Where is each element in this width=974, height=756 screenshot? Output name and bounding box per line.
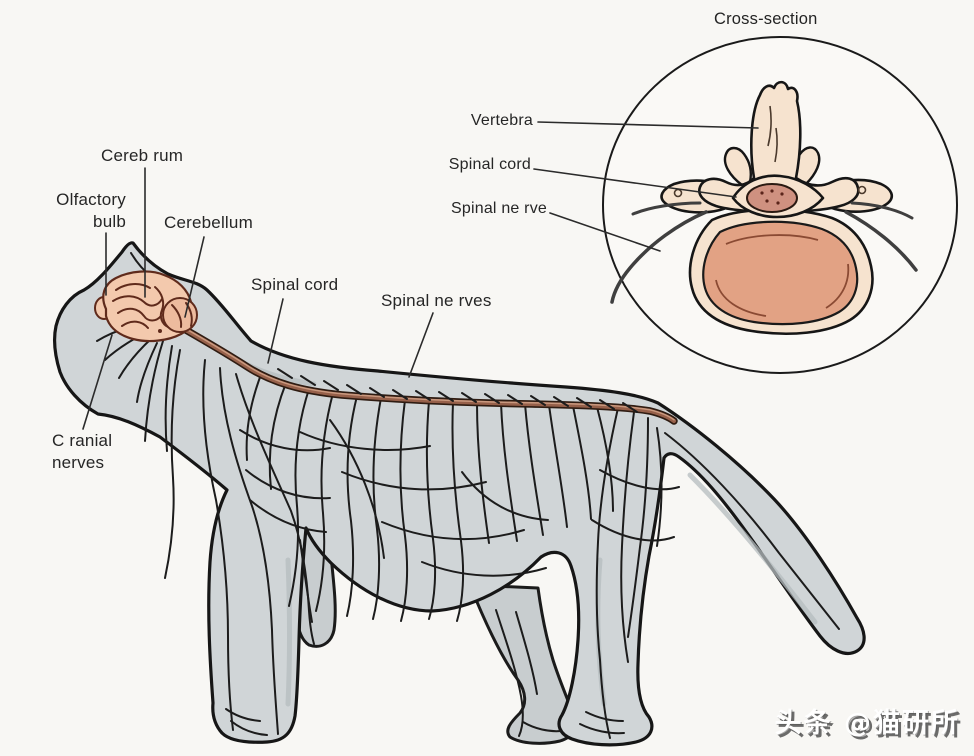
cs-spinal-nerve-leader-line — [549, 212, 661, 252]
spinal-cord-core — [169, 319, 677, 424]
vertebra-leader-line — [537, 121, 759, 129]
spinal-nerves-label: Spinal ne rves — [381, 291, 492, 310]
leader-lines — [82, 121, 759, 430]
cs-spinal-cord-dots — [760, 189, 784, 205]
brain-dot — [158, 329, 162, 333]
vertebra-label: Vertebra — [470, 112, 533, 129]
spinal-nerves-leader-line — [408, 312, 434, 378]
vertebral-body-inner — [702, 220, 859, 326]
cs-spinal-nerves — [610, 201, 918, 304]
spinal-cord-cat-leader-line — [267, 298, 284, 364]
cerebrum-label: Cereb rum — [101, 146, 184, 165]
cat-figure — [53, 241, 866, 747]
cs-spinal-nerve-label: Spinal ne rve — [451, 200, 547, 217]
cs-spinal-cord-shape — [746, 183, 798, 213]
cranial-nerves-leader-line — [82, 334, 113, 430]
spinal-cord-highlight — [171, 320, 675, 421]
brain-gyri-lines — [112, 283, 193, 329]
vertebra-illustration — [610, 80, 918, 335]
spinous-process — [698, 80, 860, 214]
spinal-cord-cat-label: Spinal cord — [251, 275, 339, 294]
bone-texture-lines — [673, 105, 867, 198]
cross-section-title: Cross-section — [714, 10, 818, 28]
spinal-nerve-roots — [277, 368, 638, 413]
spinal-cord-illustration — [168, 318, 678, 425]
left-articular-process — [723, 146, 752, 187]
cerebellum-label: Cerebellum — [164, 213, 253, 232]
brain-illustration — [94, 270, 198, 343]
olfactory-bulb-label: Olfactory bulb — [56, 190, 126, 232]
vertebral-body-texture — [715, 234, 850, 317]
watermark-text: 头条 @猫研所 — [774, 708, 960, 739]
cerebellum-leader-line — [184, 236, 205, 318]
cranial-nerves-label: C ranial nerves — [52, 431, 113, 473]
cross-section-figure — [602, 36, 958, 374]
cs-spinal-cord-label: Spinal cord — [448, 156, 531, 173]
cs-spinal-cord-leader-line — [533, 168, 737, 198]
